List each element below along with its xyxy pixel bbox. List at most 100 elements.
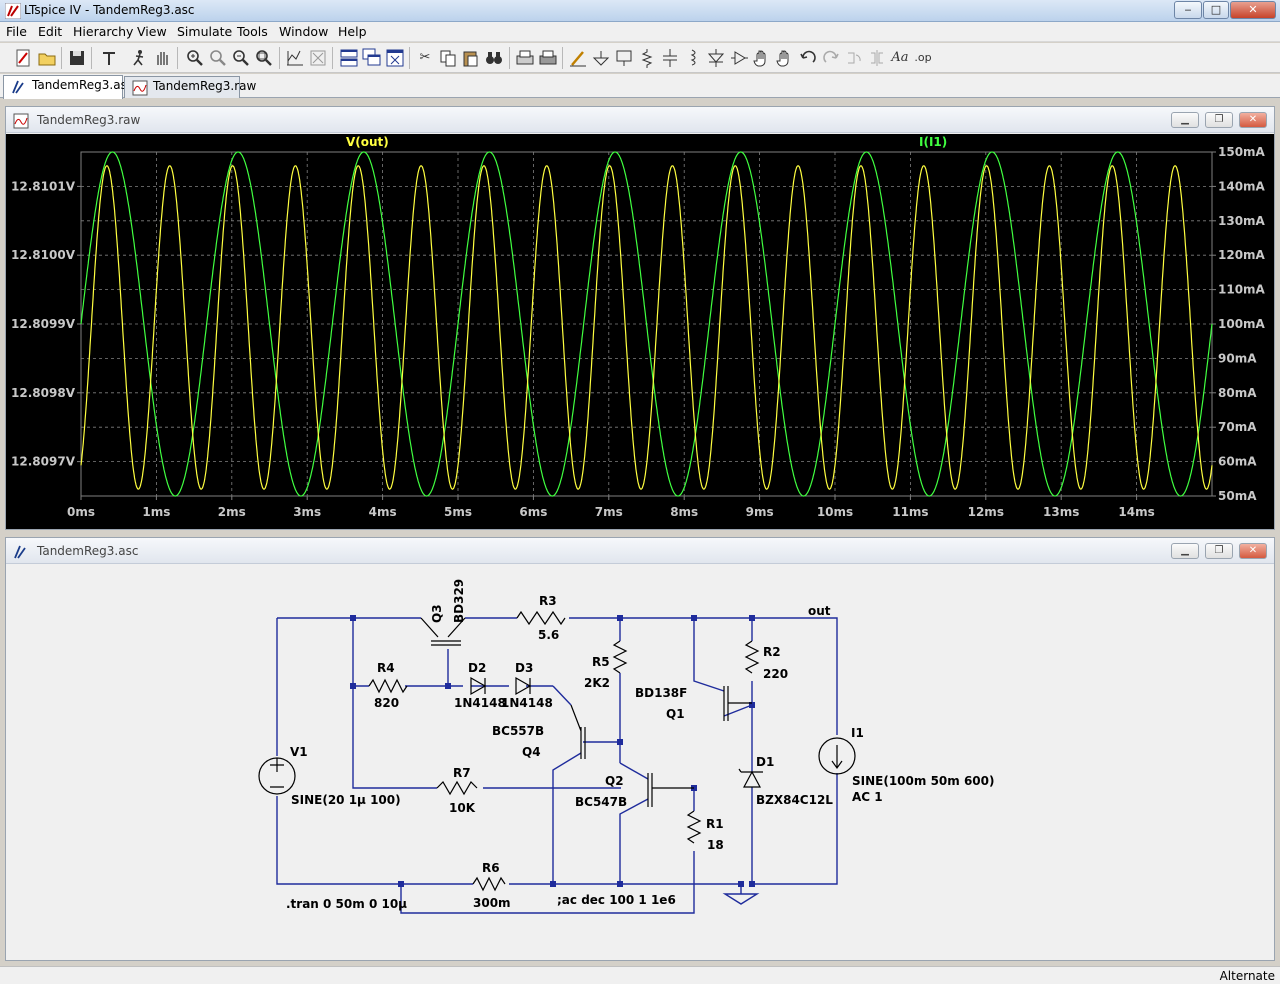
waveform-close-button[interactable]: ✕: [1239, 112, 1267, 128]
status-text: Alternate: [1219, 969, 1275, 983]
trace-label-i-i1[interactable]: I(I1): [919, 135, 947, 149]
y-right-tick-label: 120mA: [1218, 248, 1266, 262]
menu-file[interactable]: File: [6, 24, 27, 39]
print-preview-icon[interactable]: [514, 47, 536, 69]
d2-ref: D2: [468, 661, 486, 675]
maximize-button[interactable]: □: [1203, 1, 1229, 19]
schematic-restore-button[interactable]: ❐: [1205, 543, 1233, 559]
run-icon[interactable]: [128, 47, 150, 69]
tab-label: TandemReg3.raw: [153, 79, 257, 93]
window-title: LTspice IV - TandemReg3.asc: [24, 3, 195, 17]
zoom-out-icon[interactable]: [230, 47, 252, 69]
menu-tools[interactable]: Tools: [237, 24, 268, 39]
x-tick-label: 4ms: [369, 505, 397, 519]
r3-resistor[interactable]: [516, 610, 566, 626]
r7-resistor[interactable]: [436, 780, 478, 796]
q2-transistor[interactable]: [647, 773, 694, 807]
rotate-icon[interactable]: [843, 47, 865, 69]
schematic-canvas[interactable]: Q3 BD329 R3 5.6 out R4 820 D2 1N4148 D3 …: [6, 565, 1274, 960]
trace-label-v-out[interactable]: V(out): [346, 135, 389, 149]
paste-icon[interactable]: [460, 47, 482, 69]
close-button[interactable]: ✕: [1230, 1, 1276, 19]
y-right-tick-label: 60mA: [1218, 455, 1257, 469]
zoom-fit-icon[interactable]: [253, 47, 275, 69]
spice-directive-icon[interactable]: .op: [914, 51, 932, 64]
tile-horizontal-icon[interactable]: [338, 47, 360, 69]
zoom-pan-icon[interactable]: [207, 47, 229, 69]
component-icon[interactable]: [728, 47, 750, 69]
resistor-icon[interactable]: [636, 47, 658, 69]
mirror-icon[interactable]: [866, 47, 888, 69]
move-icon[interactable]: [751, 47, 773, 69]
label-net-icon[interactable]: [613, 47, 635, 69]
close-all-icon[interactable]: [384, 47, 406, 69]
tab-tandemreg3-asc[interactable]: TandemReg3.asc: [3, 75, 133, 99]
trace-i-i1[interactable]: [80, 151, 1213, 497]
x-tick-label: 11ms: [892, 505, 928, 519]
schematic-minimize-button[interactable]: ▁: [1171, 543, 1199, 559]
schematic-close-button[interactable]: ✕: [1239, 543, 1267, 559]
menu-window[interactable]: Window: [279, 24, 329, 39]
r2-resistor[interactable]: [744, 640, 760, 674]
d3-diode[interactable]: [515, 676, 532, 696]
r6-resistor[interactable]: [472, 876, 506, 892]
undo-icon[interactable]: [797, 47, 819, 69]
status-bar: Alternate: [0, 966, 1280, 984]
zoom-in-icon[interactable]: [184, 47, 206, 69]
y-right-tick-label: 90mA: [1218, 351, 1257, 365]
title-bar: LTspice IV - TandemReg3.asc ‒ □ ✕: [0, 0, 1280, 22]
minimize-button[interactable]: ‒: [1174, 1, 1202, 19]
schematic-window-titlebar: TandemReg3.asc ▁ ❐ ✕: [6, 538, 1274, 564]
y-left-tick-label: 12.8098V: [11, 386, 76, 400]
menu-view[interactable]: View: [137, 24, 167, 39]
autorange-icon[interactable]: [284, 47, 306, 69]
q3-value: BD329: [452, 579, 466, 623]
diode-icon[interactable]: [705, 47, 727, 69]
wire-icon[interactable]: [567, 47, 589, 69]
find-icon[interactable]: [483, 47, 505, 69]
menu-simulate[interactable]: Simulate: [177, 24, 233, 39]
r1-resistor[interactable]: [686, 810, 702, 844]
r5-resistor[interactable]: [612, 640, 628, 674]
inductor-icon[interactable]: [682, 47, 704, 69]
control-panel-icon[interactable]: [98, 47, 120, 69]
cascade-icon[interactable]: [361, 47, 383, 69]
i1-ref: I1: [851, 726, 864, 740]
ground-icon[interactable]: [590, 47, 612, 69]
print-icon[interactable]: [537, 47, 559, 69]
d2-diode[interactable]: [470, 676, 487, 696]
r2-ref: R2: [763, 645, 781, 659]
i1-source[interactable]: [818, 737, 856, 775]
redo-icon[interactable]: [820, 47, 842, 69]
x-tick-label: 8ms: [670, 505, 698, 519]
q4-transistor[interactable]: [570, 704, 586, 759]
capacitor-icon[interactable]: [659, 47, 681, 69]
tab-tandemreg3-raw[interactable]: TandemReg3.raw: [124, 76, 256, 98]
d1-zener[interactable]: [738, 768, 763, 788]
drag-icon[interactable]: [774, 47, 796, 69]
text-icon[interactable]: Aa: [891, 50, 909, 65]
waveform-minimize-button[interactable]: ▁: [1171, 112, 1199, 128]
q3-transistor[interactable]: [420, 617, 466, 646]
y-right-tick-label: 110mA: [1218, 283, 1266, 297]
menu-help[interactable]: Help: [338, 24, 367, 39]
ac-directive[interactable]: ;ac dec 100 1 1e6: [557, 893, 676, 907]
open-icon[interactable]: [36, 47, 58, 69]
delete-plot-icon[interactable]: [307, 47, 329, 69]
save-icon[interactable]: [66, 47, 88, 69]
schematic-icon: [13, 544, 29, 560]
menu-hierarchy[interactable]: Hierarchy: [73, 24, 134, 39]
halt-icon[interactable]: [151, 47, 173, 69]
waveform-restore-button[interactable]: ❐: [1205, 112, 1233, 128]
tran-directive[interactable]: .tran 0 50m 0 10µ: [286, 897, 407, 911]
menu-edit[interactable]: Edit: [38, 24, 63, 39]
trace-v-out[interactable]: [80, 165, 1213, 490]
copy-icon[interactable]: [437, 47, 459, 69]
q1-transistor[interactable]: [723, 686, 752, 721]
cut-icon[interactable]: ✂: [419, 50, 431, 65]
schematic-window: TandemReg3.asc ▁ ❐ ✕: [5, 537, 1275, 961]
new-schematic-icon[interactable]: [12, 47, 34, 69]
r4-resistor[interactable]: [368, 678, 408, 694]
